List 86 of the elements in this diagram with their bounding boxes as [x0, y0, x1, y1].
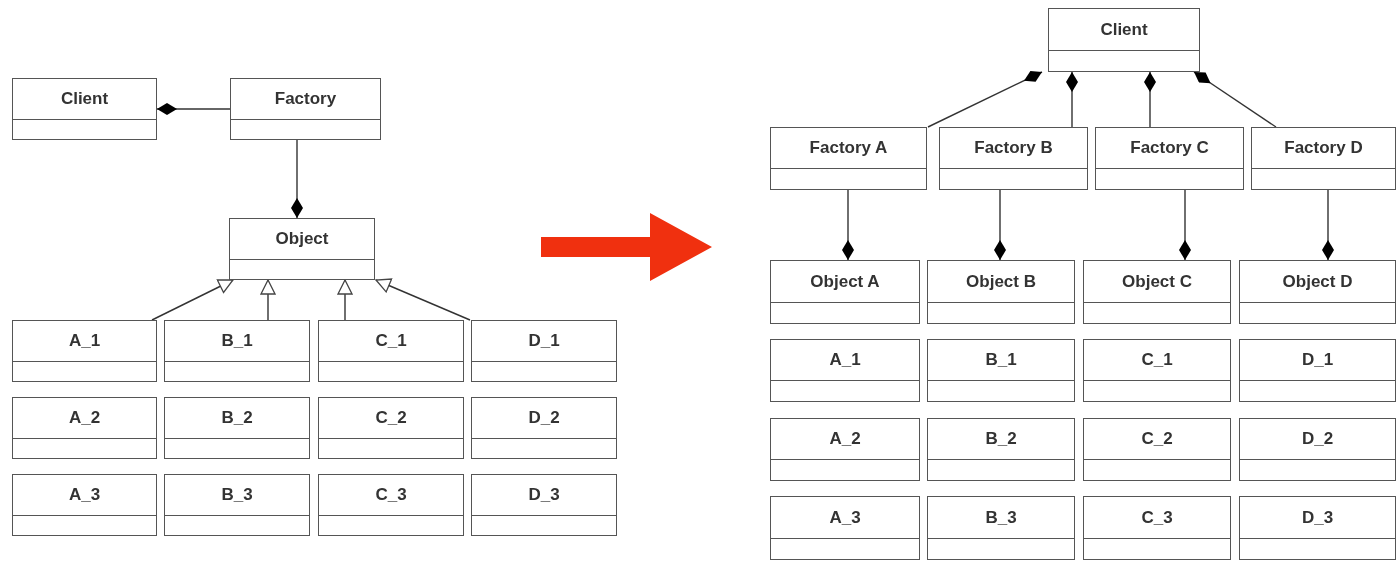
class-name: Client — [60, 89, 109, 109]
class-name: D_2 — [1301, 429, 1334, 449]
class-box — [1083, 418, 1231, 481]
class-name: Object D — [1282, 271, 1353, 292]
class-box — [1239, 418, 1396, 481]
class-name: B_2 — [985, 429, 1017, 449]
class-box — [318, 397, 464, 459]
composition-connector — [291, 139, 303, 219]
class-name: Factory A — [809, 138, 888, 158]
composition-connector — [994, 189, 1006, 261]
class-box — [770, 260, 920, 324]
class-box — [318, 320, 464, 382]
inheritance-arrow — [337, 279, 353, 321]
class-box — [770, 127, 927, 190]
class-box — [471, 397, 617, 459]
class-box — [1239, 339, 1396, 402]
class-box — [927, 418, 1075, 481]
class-name: Factory D — [1284, 138, 1363, 158]
class-name: Object B — [966, 271, 1036, 292]
class-box — [1083, 260, 1231, 324]
class-box — [12, 474, 157, 536]
composition-connector — [1179, 189, 1191, 261]
inheritance-arrow — [151, 279, 234, 321]
class-name: D_3 — [1301, 507, 1334, 528]
class-name: C_3 — [1141, 507, 1173, 528]
class-box — [471, 474, 617, 536]
class-name: C_2 — [1141, 429, 1173, 449]
class-box — [1239, 496, 1396, 560]
class-box — [770, 339, 920, 402]
class-name: C_3 — [375, 485, 407, 505]
class-box — [318, 474, 464, 536]
class-name: Factory B — [974, 138, 1053, 158]
class-name: Factory C — [1130, 138, 1209, 158]
composition-connector — [156, 103, 231, 115]
class-name: A_1 — [829, 350, 861, 370]
class-name: A_3 — [68, 485, 101, 505]
class-name: Object C — [1122, 271, 1192, 292]
class-box — [230, 78, 381, 140]
class-name: D_1 — [528, 331, 560, 351]
class-name: D_2 — [528, 408, 560, 428]
class-name: C_1 — [375, 331, 407, 351]
class-name: Factory — [274, 89, 337, 109]
class-box — [1251, 127, 1396, 190]
class-box — [1239, 260, 1396, 324]
composition-connector — [1144, 71, 1156, 128]
class-box — [939, 127, 1088, 190]
class-box — [927, 260, 1075, 324]
class-box — [927, 496, 1075, 560]
class-name: A_2 — [829, 429, 861, 449]
class-box — [1048, 8, 1200, 72]
class-name: B_1 — [985, 350, 1017, 370]
class-name: Object — [275, 229, 329, 249]
composition-connector — [1066, 71, 1078, 128]
class-box — [1095, 127, 1244, 190]
class-box — [12, 78, 157, 140]
class-name: Object A — [810, 271, 880, 292]
class-name: A_1 — [68, 331, 101, 351]
class-name: A_2 — [68, 408, 101, 428]
class-name: B_2 — [221, 408, 253, 428]
class-name: B_1 — [221, 331, 253, 351]
class-name: D_1 — [1301, 350, 1334, 370]
class-box — [164, 474, 310, 536]
class-box — [12, 320, 157, 382]
composition-connector — [927, 70, 1043, 128]
class-box — [770, 496, 920, 560]
inheritance-arrow — [375, 278, 471, 321]
class-name: A_3 — [829, 507, 861, 528]
composition-connector — [1193, 71, 1277, 128]
class-box — [471, 320, 617, 382]
class-name: Client — [1100, 19, 1148, 40]
class-name: B_3 — [221, 485, 253, 505]
class-box — [1083, 339, 1231, 402]
class-box — [164, 397, 310, 459]
class-box — [164, 320, 310, 382]
class-name: C_2 — [375, 408, 407, 428]
class-box — [1083, 496, 1231, 560]
class-box — [12, 397, 157, 459]
class-name: B_3 — [985, 507, 1017, 528]
inheritance-arrow — [260, 279, 276, 321]
class-box — [229, 218, 375, 280]
class-box — [770, 418, 920, 481]
composition-connector — [1322, 189, 1334, 261]
class-name: C_1 — [1141, 350, 1173, 370]
class-name: D_3 — [528, 485, 560, 505]
class-box — [927, 339, 1075, 402]
composition-connector — [842, 189, 854, 261]
